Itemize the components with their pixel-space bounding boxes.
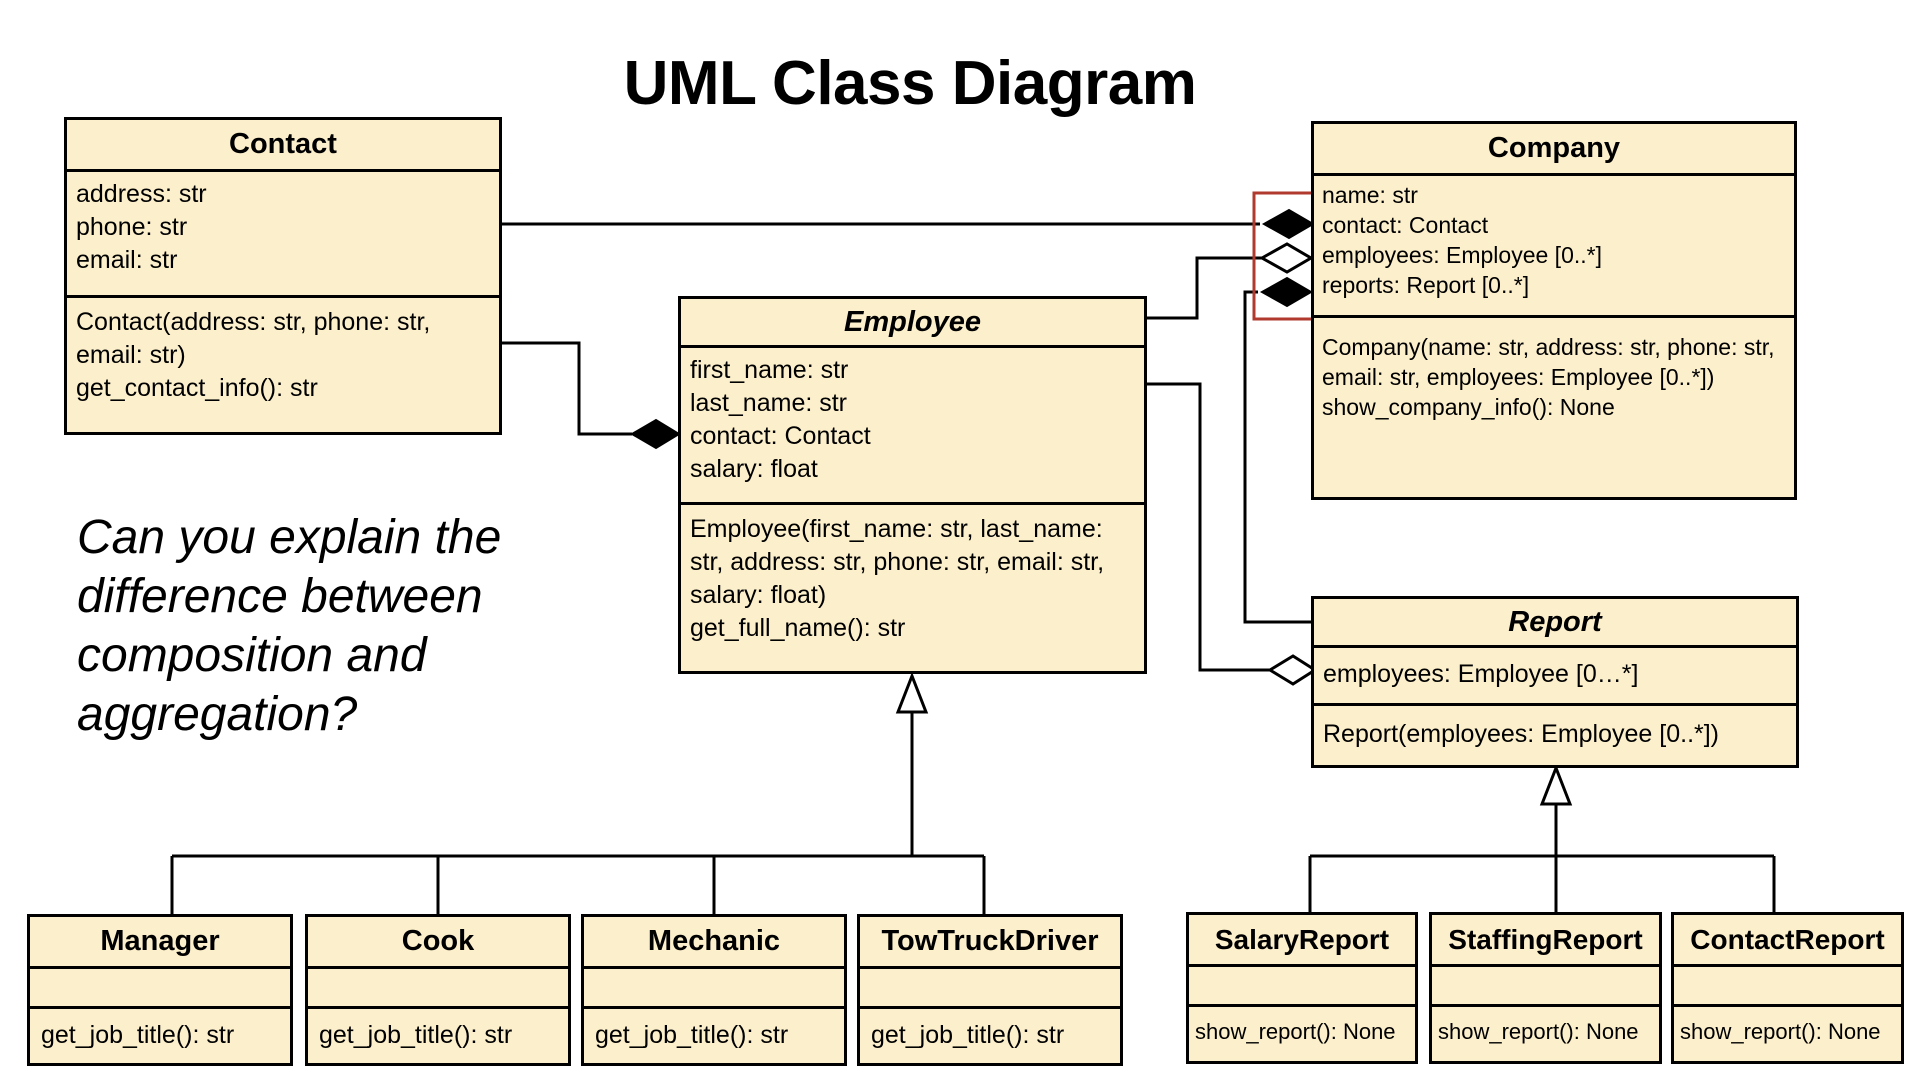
methods-section: show_report(): None [1674,1007,1901,1061]
methods-section: get_job_title(): str [584,1009,844,1063]
inheritance-arrow-employee [895,671,929,714]
methods-section: get_job_title(): str [308,1009,568,1063]
methods-section: Report(employees: Employee [0..*]) [1314,706,1796,765]
attributes-section: name: str contact: Contact employees: Em… [1314,176,1794,318]
methods-section: get_job_title(): str [860,1009,1120,1063]
method: Company(name: str, address: str, phone: … [1322,334,1775,390]
attribute: first_name: str [690,356,849,384]
class-company[interactable]: Company name: str contact: Contact emplo… [1311,121,1797,500]
composition-line-report-company [1243,290,1311,624]
methods-section: show_report(): None [1432,1007,1659,1061]
attributes-section [1432,967,1659,1007]
attribute: address: str [76,180,207,208]
class-name: Company [1314,124,1794,176]
attributes-section: employees: Employee [0…*] [1314,648,1796,706]
class-salaryreport[interactable]: SalaryReport show_report(): None [1186,912,1418,1064]
attribute: name: str [1322,182,1418,208]
methods-section: get_job_title(): str [30,1009,290,1063]
method: show_company_info(): None [1322,394,1615,420]
attribute: phone: str [76,213,188,241]
class-name: Manager [30,917,290,969]
attributes-section [30,969,290,1009]
aggregation-diamond-employee-company [1258,242,1314,274]
method: show_report(): None [1195,1019,1396,1044]
class-name: Employee [681,299,1144,348]
attribute: employees: Employee [0..*] [1322,242,1602,268]
attributes-section [860,969,1120,1009]
method: get_job_title(): str [319,1021,513,1049]
composition-diamond-contact-company [1261,208,1315,240]
composition-line-contact-employee [500,341,632,436]
method: Report(employees: Employee [0..*]) [1323,720,1720,748]
method: get_job_title(): str [595,1021,789,1049]
method: Contact(address: str, phone: str, email:… [76,308,431,369]
class-report[interactable]: Report employees: Employee [0…*] Report(… [1311,596,1799,768]
method: get_job_title(): str [871,1021,1065,1049]
attributes-section [1189,967,1415,1007]
method: get_contact_info(): str [76,374,318,402]
inheritance-arrow-report [1539,763,1573,806]
attributes-section [584,969,844,1009]
diagram-title: UML Class Diagram [623,49,1197,118]
class-employee[interactable]: Employee first_name: str last_name: str … [678,296,1147,674]
attribute: email: str [76,246,178,274]
class-towtruckdriver[interactable]: TowTruckDriver get_job_title(): str [857,914,1123,1066]
class-name: Cook [308,917,568,969]
class-staffingreport[interactable]: StaffingReport show_report(): None [1429,912,1662,1064]
attribute: last_name: str [690,389,848,417]
class-name: TowTruckDriver [860,917,1120,969]
class-name: Report [1314,599,1796,648]
aggregation-line-employee-report [1147,382,1270,672]
methods-section: Contact(address: str, phone: str, email:… [67,298,499,432]
methods-section: Company(name: str, address: str, phone: … [1314,318,1794,497]
attribute: contact: Contact [1322,212,1489,238]
attributes-section [308,969,568,1009]
method: show_report(): None [1438,1019,1639,1044]
class-cook[interactable]: Cook get_job_title(): str [305,914,571,1066]
methods-section: show_report(): None [1189,1007,1415,1061]
composition-diamond-contact-employee [630,418,681,450]
class-contact[interactable]: Contact address: str phone: str email: s… [64,117,502,435]
class-name: ContactReport [1674,915,1901,967]
attribute: reports: Report [0..*] [1322,272,1530,298]
attribute: contact: Contact [690,422,871,450]
class-name: Contact [67,120,499,172]
class-mechanic[interactable]: Mechanic get_job_title(): str [581,914,847,1066]
aggregation-line-employee-company [1147,256,1262,320]
class-name: SalaryReport [1189,915,1415,967]
class-contactreport[interactable]: ContactReport show_report(): None [1671,912,1904,1064]
aggregation-diamond-employee-report [1267,654,1318,686]
attributes-section: first_name: str last_name: str contact: … [681,348,1144,505]
attribute: employees: Employee [0…*] [1323,660,1639,688]
class-name: Mechanic [584,917,844,969]
attributes-section: address: str phone: str email: str [67,172,499,298]
class-name: StaffingReport [1432,915,1659,967]
attributes-section [1674,967,1901,1007]
methods-section: Employee(first_name: str, last_name: str… [681,505,1144,671]
question-text: Can you explain the difference between c… [77,511,502,741]
method: get_full_name(): str [690,614,906,642]
method: Employee(first_name: str, last_name: str… [690,515,1105,609]
method: show_report(): None [1680,1019,1881,1044]
composition-diamond-report-company [1259,276,1313,308]
class-manager[interactable]: Manager get_job_title(): str [27,914,293,1066]
method: get_job_title(): str [41,1021,235,1049]
attribute: salary: float [690,455,818,483]
